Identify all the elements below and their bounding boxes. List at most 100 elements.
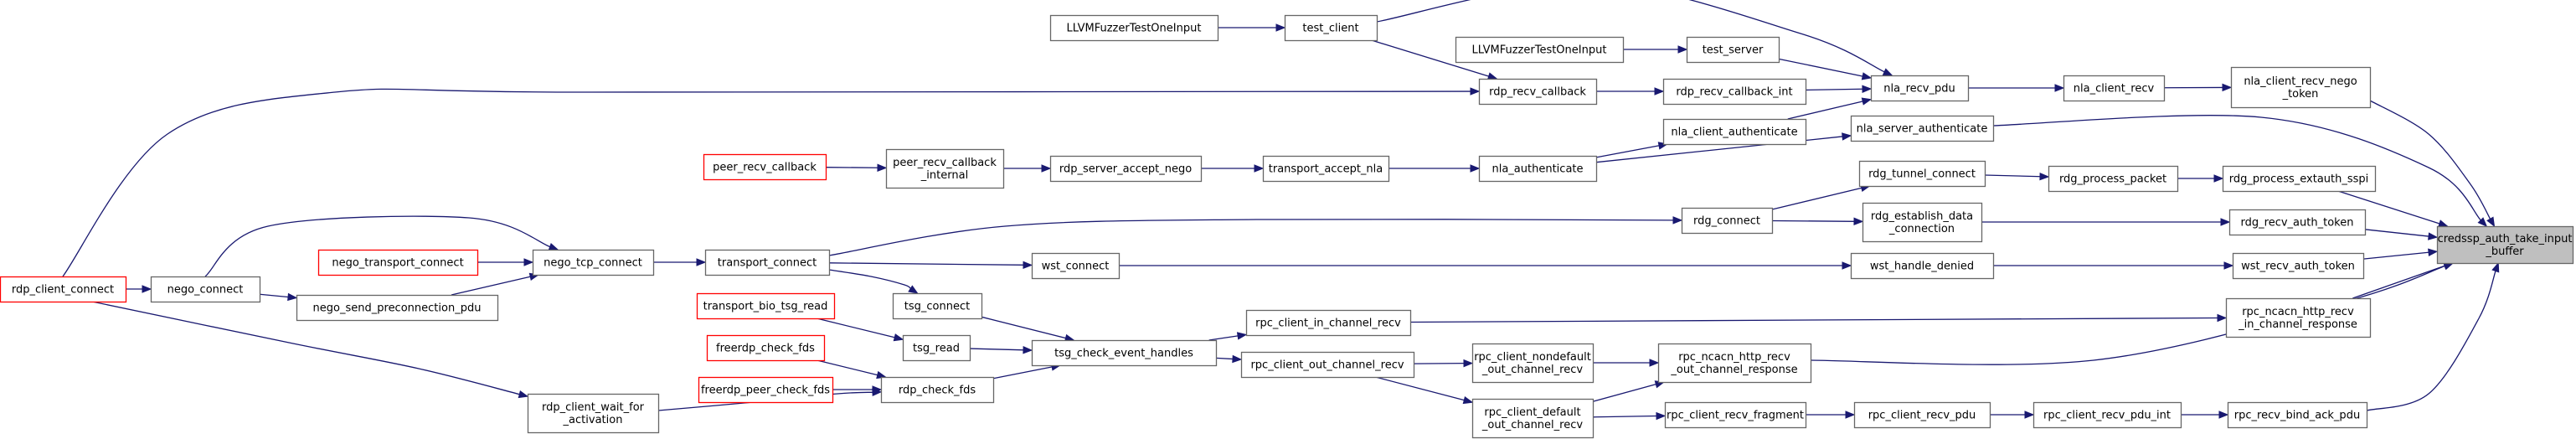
node-nla_client_recv[interactable]: nla_client_recv	[2063, 75, 2166, 102]
arrowhead-icon	[2217, 313, 2228, 323]
node-freerdp_check_fds[interactable]: freerdp_check_fds	[706, 334, 826, 362]
node-test_server[interactable]: test_server	[1686, 36, 1780, 64]
node-transport_connect[interactable]: transport_connect	[704, 249, 831, 276]
edge-nego_send_preconnection_pdu-to-nego_tcp_connect	[451, 272, 540, 296]
node-rdg_process_extauth_sspi[interactable]: rdg_process_extauth_sspi	[2222, 165, 2377, 193]
node-box	[150, 276, 261, 303]
edge-rpc_client_recv_pdu-to-rpc_client_recv_pdu_int	[1990, 411, 2035, 419]
node-rdg_tunnel_connect[interactable]: rdg_tunnel_connect	[1858, 160, 1986, 188]
edge-fuzz1-to-test_client	[1218, 23, 1286, 32]
node-box	[885, 148, 1005, 189]
node-rpc_client_out_channel_recv[interactable]: rpc_client_out_channel_recv	[1240, 351, 1415, 379]
node-peer_recv_callback[interactable]: peer_recv_callback	[703, 153, 827, 181]
node-wst_recv_auth_token[interactable]: wst_recv_auth_token	[2232, 252, 2365, 280]
node-label: nla_client_authenticate	[1671, 127, 1797, 139]
node-label: rpc_ncacn_http_recv	[1678, 351, 1790, 364]
arrowhead-icon	[2438, 220, 2449, 228]
node-rdp_recv_callback_int[interactable]: rdp_recv_callback_int	[1662, 78, 1807, 106]
edge-line	[2369, 100, 2491, 220]
node-label: _buffer	[2485, 245, 2524, 258]
node-box	[1850, 252, 1995, 280]
node-wst_connect[interactable]: wst_connect	[1031, 252, 1121, 280]
edge-rdp_client_connect-to-nego_connect	[126, 285, 152, 293]
node-rdp_check_fds[interactable]: rdp_check_fds	[880, 376, 995, 404]
node-rdg_establish_data_connection[interactable]: rdg_establish_data_connection	[1862, 202, 1983, 243]
node-box	[902, 334, 971, 362]
edge-tsg_connect-to-tsg_check_event_handles	[981, 316, 1075, 343]
arrowhead-icon	[2491, 261, 2500, 273]
node-rdp_client_wait_for_activation[interactable]: rdp_client_wait_for_activation	[527, 393, 660, 434]
node-label: LLVMFuzzerTestOneInput	[1067, 23, 1202, 35]
node-rdg_recv_auth_token[interactable]: rdg_recv_auth_token	[2228, 209, 2367, 236]
edge-line	[1778, 58, 1864, 77]
edge-nla_client_recv-to-nla_client_recv_nego_token	[2163, 83, 2233, 92]
node-box	[1853, 401, 1991, 429]
arrowhead-icon	[2486, 216, 2496, 228]
node-root[interactable]: credssp_auth_take_input_buffer	[2436, 225, 2574, 265]
node-rpc_client_recv_pdu[interactable]: rpc_client_recv_pdu	[1853, 401, 1991, 429]
node-rdp_client_connect[interactable]: rdp_client_connect	[0, 276, 127, 303]
arrowhead-icon	[1672, 216, 1683, 225]
node-label: rdp_recv_callback_int	[1676, 86, 1792, 99]
arrowhead-icon	[1842, 132, 1852, 141]
node-box	[706, 334, 826, 362]
node-rpc_client_recv_fragment[interactable]: rpc_client_recv_fragment	[1664, 401, 1807, 429]
node-transport_accept_nla[interactable]: transport_accept_nla	[1262, 155, 1390, 183]
node-rdp_server_accept_nego[interactable]: rdp_server_accept_nego	[1049, 155, 1203, 183]
node-box	[703, 153, 827, 181]
arrowhead-icon	[2039, 172, 2050, 181]
node-fuzz2[interactable]: LLVMFuzzerTestOneInput	[1455, 36, 1625, 64]
edge-transport_bio_tsg_read-to-tsg_read	[817, 318, 904, 342]
node-tsg_read[interactable]: tsg_read	[902, 334, 971, 362]
node-rpc_ncacn_http_recv_in_channel_response[interactable]: rpc_ncacn_http_recv_in_channel_response	[2225, 297, 2372, 338]
node-nla_authenticate[interactable]: nla_authenticate	[1478, 155, 1598, 183]
node-rdg_process_packet[interactable]: rdg_process_packet	[2048, 165, 2179, 193]
node-label: rdg_process_extauth_sspi	[2229, 173, 2369, 186]
node-nego_connect[interactable]: nego_connect	[150, 276, 261, 303]
node-box	[1240, 351, 1415, 379]
node-freerdp_peer_check_fds[interactable]: freerdp_peer_check_fds	[698, 376, 834, 404]
node-rpc_recv_bind_ack_pdu[interactable]: rpc_recv_bind_ack_pdu	[2227, 401, 2368, 429]
node-nla_client_authenticate[interactable]: nla_client_authenticate	[1662, 118, 1807, 146]
arrowhead-icon	[872, 388, 883, 396]
edge-rpc_ncacn_http_recv_in_channel_response-to-root	[2352, 262, 2454, 299]
node-box	[0, 276, 127, 303]
node-nla_server_authenticate[interactable]: nla_server_authenticate	[1850, 115, 1995, 142]
edge-line	[1992, 115, 2482, 222]
arrowhead-icon	[2220, 218, 2231, 226]
node-label: transport_connect	[718, 257, 817, 270]
node-label: wst_recv_auth_token	[2241, 261, 2355, 273]
edge-nla_client_authenticate-to-nla_recv_pdu	[1787, 97, 1873, 120]
node-nego_transport_connect[interactable]: nego_transport_connect	[317, 249, 479, 276]
node-peer_recv_callback_internal[interactable]: peer_recv_callback_internal	[885, 148, 1005, 189]
node-rdg_connect[interactable]: rdg_connect	[1681, 207, 1774, 235]
edges-layer	[62, 0, 2500, 421]
node-transport_bio_tsg_read[interactable]: transport_bio_tsg_read	[696, 292, 836, 320]
edge-tsg_read-to-tsg_check_event_handles	[969, 346, 1033, 354]
node-nego_send_preconnection_pdu[interactable]: nego_send_preconnection_pdu	[296, 294, 499, 322]
node-nego_tcp_connect[interactable]: nego_tcp_connect	[532, 249, 655, 276]
nodes-layer: LLVMFuzzerTestOneInputLLVMFuzzerTestOneI…	[0, 14, 2574, 439]
node-wst_handle_denied[interactable]: wst_handle_denied	[1850, 252, 1995, 280]
node-rpc_client_nondefault_out_channel_recv[interactable]: rpc_client_nondefault_out_channel_recv	[1471, 343, 1595, 384]
node-rpc_client_in_channel_recv[interactable]: rpc_client_in_channel_recv	[1245, 309, 1412, 337]
node-rpc_client_recv_pdu_int[interactable]: rpc_client_recv_pdu_int	[2032, 401, 2182, 429]
node-fuzz1[interactable]: LLVMFuzzerTestOneInput	[1049, 14, 1219, 42]
node-tsg_check_event_handles[interactable]: tsg_check_event_handles	[1031, 339, 1218, 367]
edge-transport_accept_nla-to-nla_authenticate	[1388, 164, 1481, 173]
node-box	[1284, 14, 1378, 42]
node-rpc_client_default_out_channel_recv[interactable]: rpc_client_default_out_channel_recv	[1471, 398, 1595, 439]
arrowhead-icon	[1882, 68, 1893, 76]
node-tsg_connect[interactable]: tsg_connect	[892, 292, 983, 320]
node-nla_client_recv_nego_token[interactable]: nla_client_recv_nego_token	[2230, 66, 2372, 109]
node-label: test_server	[1703, 44, 1764, 57]
edge-line	[2364, 229, 2430, 237]
edge-tsg_check_event_handles-to-rpc_client_out_channel_recv	[1215, 354, 1243, 364]
node-rdp_recv_callback[interactable]: rdp_recv_callback	[1478, 78, 1598, 106]
edge-rpc_client_default_out_channel_recv-to-rpc_client_recv_fragment	[1592, 411, 1667, 421]
edge-rpc_client_nondefault_out_channel_recv-to-rpc_ncacn_http_recv_out_channel_response	[1593, 359, 1660, 367]
node-nla_recv_pdu[interactable]: nla_recv_pdu	[1870, 75, 1970, 102]
node-rpc_ncacn_http_recv_out_channel_response[interactable]: rpc_ncacn_http_recv_out_channel_response	[1657, 343, 1812, 384]
node-test_client[interactable]: test_client	[1284, 14, 1378, 42]
arrowhead-icon	[1654, 87, 1665, 96]
